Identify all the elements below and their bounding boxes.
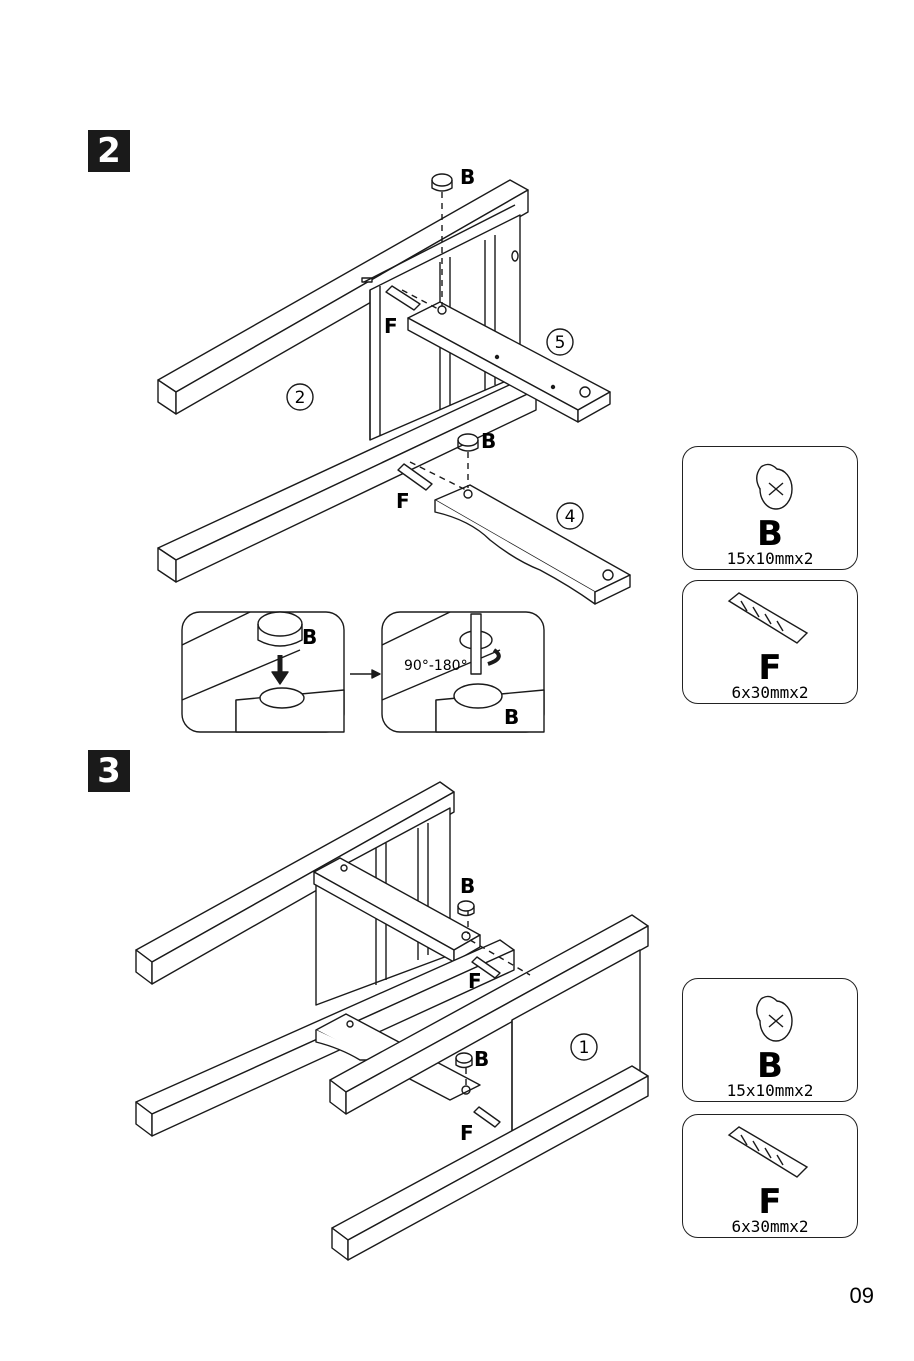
page-number: 09 — [850, 1283, 874, 1309]
label-dowel-top: F — [468, 969, 482, 993]
part-quantity: 6x30mmx2 — [683, 1219, 857, 1235]
part-quantity: 15x10mmx2 — [683, 1083, 857, 1099]
part-card-f: F 6x30mmx2 — [682, 1114, 858, 1238]
part-quantity: 6x30mmx2 — [683, 685, 857, 701]
part-card-f: F 6x30mmx2 — [682, 580, 858, 704]
part-letter: B — [683, 1049, 857, 1083]
part-letter: F — [683, 651, 857, 685]
label-cam-top: B — [460, 874, 475, 898]
part-letter: F — [683, 1185, 857, 1219]
part-card-b: B 15x10mmx2 — [682, 978, 858, 1102]
label-side-1: 1 — [579, 1038, 590, 1058]
label-cam-low: B — [474, 1047, 489, 1071]
part-letter: B — [683, 517, 857, 551]
label-dowel-low: F — [460, 1121, 474, 1145]
part-card-b: B 15x10mmx2 — [682, 446, 858, 570]
part-quantity: 15x10mmx2 — [683, 551, 857, 567]
